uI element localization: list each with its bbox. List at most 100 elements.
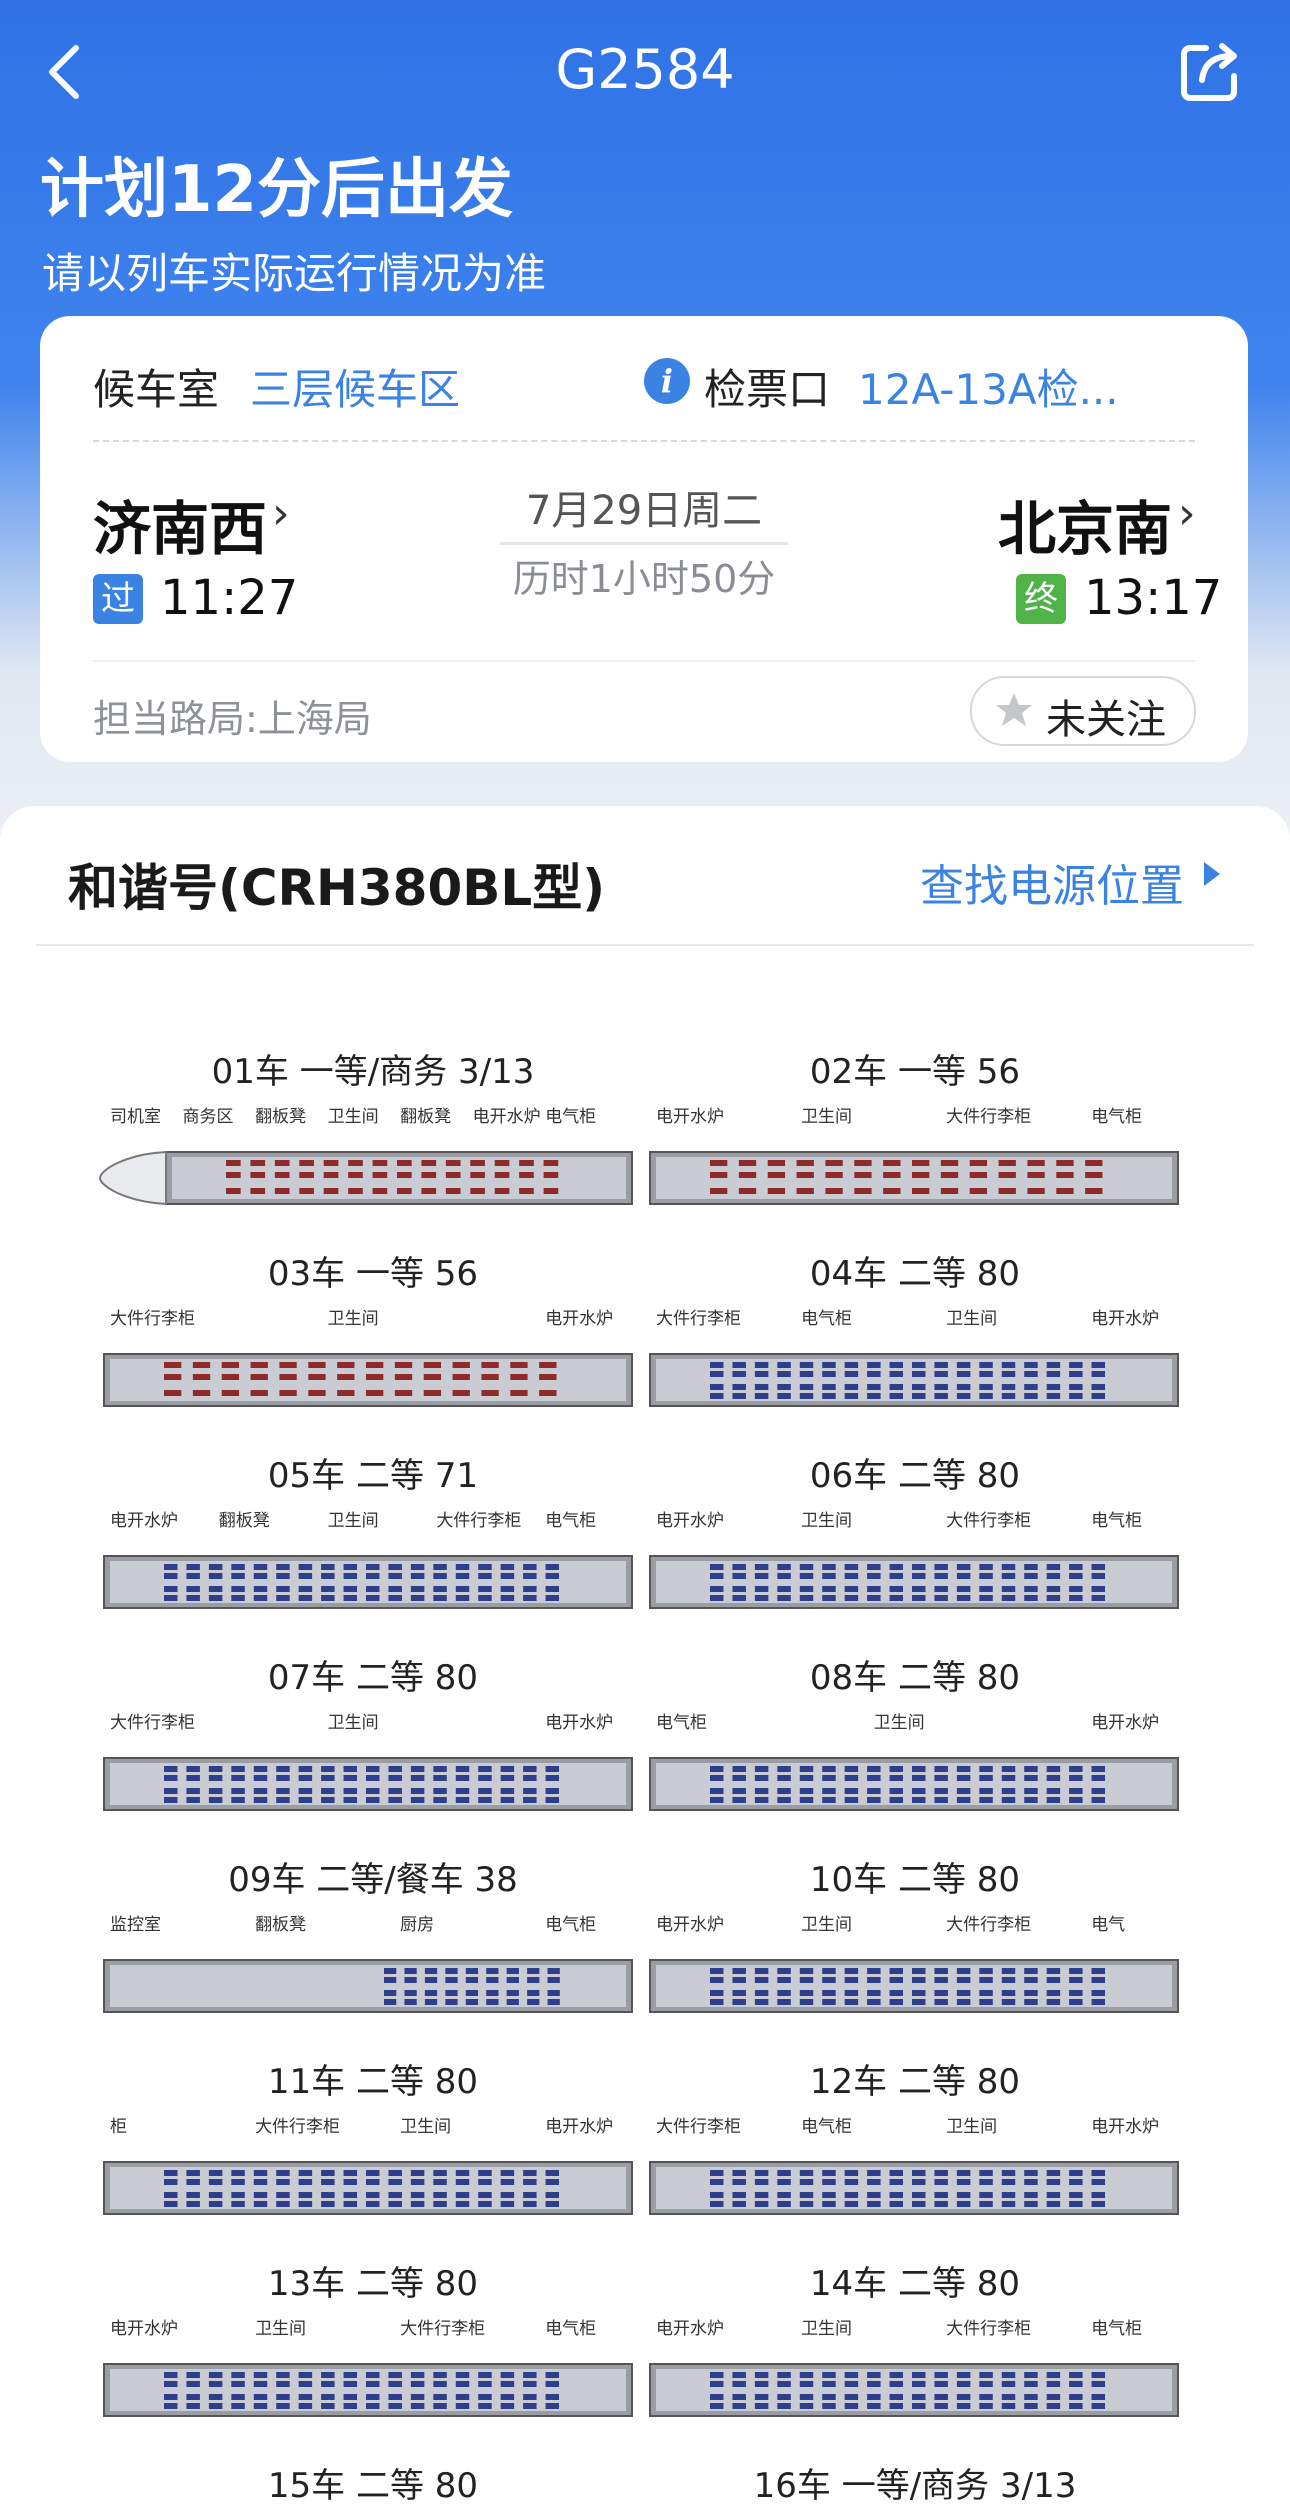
train-car-diagram[interactable] <box>642 1548 1194 1620</box>
train-car-diagram[interactable] <box>642 1346 1194 1418</box>
train-car-diagram[interactable] <box>96 1346 648 1418</box>
seat <box>854 1188 872 1194</box>
seat <box>455 2192 470 2198</box>
seat <box>231 2381 245 2387</box>
seat <box>956 1393 971 1399</box>
seat <box>1024 2201 1038 2207</box>
seat <box>226 1188 241 1194</box>
facility-annotation: 电开水炉 <box>656 2319 724 2339</box>
seat <box>494 1160 510 1166</box>
facility-annotation: 大件行李柜 <box>946 1107 1032 1127</box>
facility-annotation: 大件行李柜 <box>436 1511 522 1531</box>
seat <box>998 1172 1016 1178</box>
seat <box>1024 2403 1038 2409</box>
seat <box>164 1362 182 1368</box>
seat <box>934 1775 948 1781</box>
seat <box>321 2372 335 2378</box>
seat <box>1091 1990 1106 1996</box>
arrival-station[interactable]: 北京南 <box>998 495 1173 563</box>
seat <box>1024 1564 1038 1570</box>
train-car-diagram[interactable] <box>642 1750 1194 1822</box>
info-icon[interactable]: i <box>644 358 690 404</box>
seat <box>796 1172 814 1178</box>
seat <box>1069 1564 1083 1570</box>
seat <box>956 1595 971 1601</box>
seat <box>343 2372 358 2378</box>
seat <box>956 1371 971 1377</box>
share-icon[interactable] <box>1178 38 1244 104</box>
train-car-diagram[interactable] <box>642 2154 1194 2226</box>
departure-station[interactable]: 济南西 <box>93 495 268 563</box>
seat <box>506 1990 519 1996</box>
seat <box>754 1564 769 1570</box>
seat <box>1024 1990 1038 1996</box>
seat <box>1069 2372 1083 2378</box>
train-car-diagram[interactable] <box>96 2356 648 2428</box>
waiting-room-value[interactable]: 三层候车区 <box>250 365 461 414</box>
seat <box>1069 2381 1083 2387</box>
seat <box>343 2170 358 2176</box>
train-car-diagram[interactable] <box>96 1548 648 1620</box>
seat <box>777 1990 791 1996</box>
seat <box>844 1595 859 1601</box>
route-arrow-line <box>500 542 788 545</box>
seat <box>732 2192 746 2198</box>
seat <box>1024 2372 1038 2378</box>
chevron-right-icon[interactable]: › <box>1178 488 1196 539</box>
follow-button[interactable]: 未关注 <box>970 676 1196 746</box>
seat <box>822 1564 836 1570</box>
seat <box>388 1564 402 1570</box>
chevron-left-icon[interactable] <box>40 42 90 102</box>
seat <box>388 2403 402 2409</box>
seat <box>979 2381 993 2387</box>
seat <box>192 1390 211 1396</box>
train-car-diagram[interactable] <box>642 2356 1194 2428</box>
seat <box>388 1788 402 1794</box>
seat <box>799 1384 814 1390</box>
train-car-diagram[interactable] <box>96 2154 648 2226</box>
seat <box>710 1775 724 1781</box>
seat <box>321 1595 335 1601</box>
seat <box>1046 2372 1061 2378</box>
seat <box>1001 1766 1016 1772</box>
seat <box>1001 2372 1016 2378</box>
ticket-gate-value[interactable]: 12A-13A检... <box>858 365 1119 414</box>
train-car-diagram[interactable] <box>96 1750 648 1822</box>
seat <box>545 2179 560 2185</box>
seat <box>767 1172 786 1178</box>
seat <box>276 1573 290 1579</box>
seat <box>754 1977 769 1983</box>
seat <box>470 1188 485 1194</box>
train-car-diagram[interactable] <box>96 1952 648 2024</box>
seat <box>298 1573 313 1579</box>
seat <box>1046 2201 1061 2207</box>
seat <box>366 2170 380 2176</box>
train-car-diagram[interactable] <box>96 1144 648 1216</box>
seat <box>912 1788 926 1794</box>
train-car-diagram[interactable] <box>642 1952 1194 2024</box>
chevron-right-icon[interactable]: › <box>272 488 290 539</box>
seat <box>889 1990 904 1996</box>
seat <box>253 1797 268 1803</box>
facility-annotation: 厨房 <box>400 1915 435 1935</box>
seat <box>979 2201 993 2207</box>
seat <box>321 2381 335 2387</box>
seat <box>470 1172 485 1178</box>
seat <box>1001 1990 1016 1996</box>
seat <box>1091 2170 1106 2176</box>
seat <box>410 2372 425 2378</box>
seat <box>979 2372 993 2378</box>
train-car-diagram[interactable] <box>642 1144 1194 1216</box>
seat <box>710 2394 724 2400</box>
seat <box>1001 1564 1016 1570</box>
seat <box>348 1172 363 1178</box>
seat <box>889 2394 904 2400</box>
seat <box>321 2179 335 2185</box>
seat <box>1091 2403 1106 2409</box>
seat <box>410 2381 425 2387</box>
caret-right-icon[interactable] <box>1200 860 1222 888</box>
nav-bar: G2584 <box>0 20 1290 120</box>
facility-annotation: 电开水炉 <box>545 1713 614 1733</box>
find-power-outlet-link[interactable]: 查找电源位置 <box>920 861 1184 912</box>
